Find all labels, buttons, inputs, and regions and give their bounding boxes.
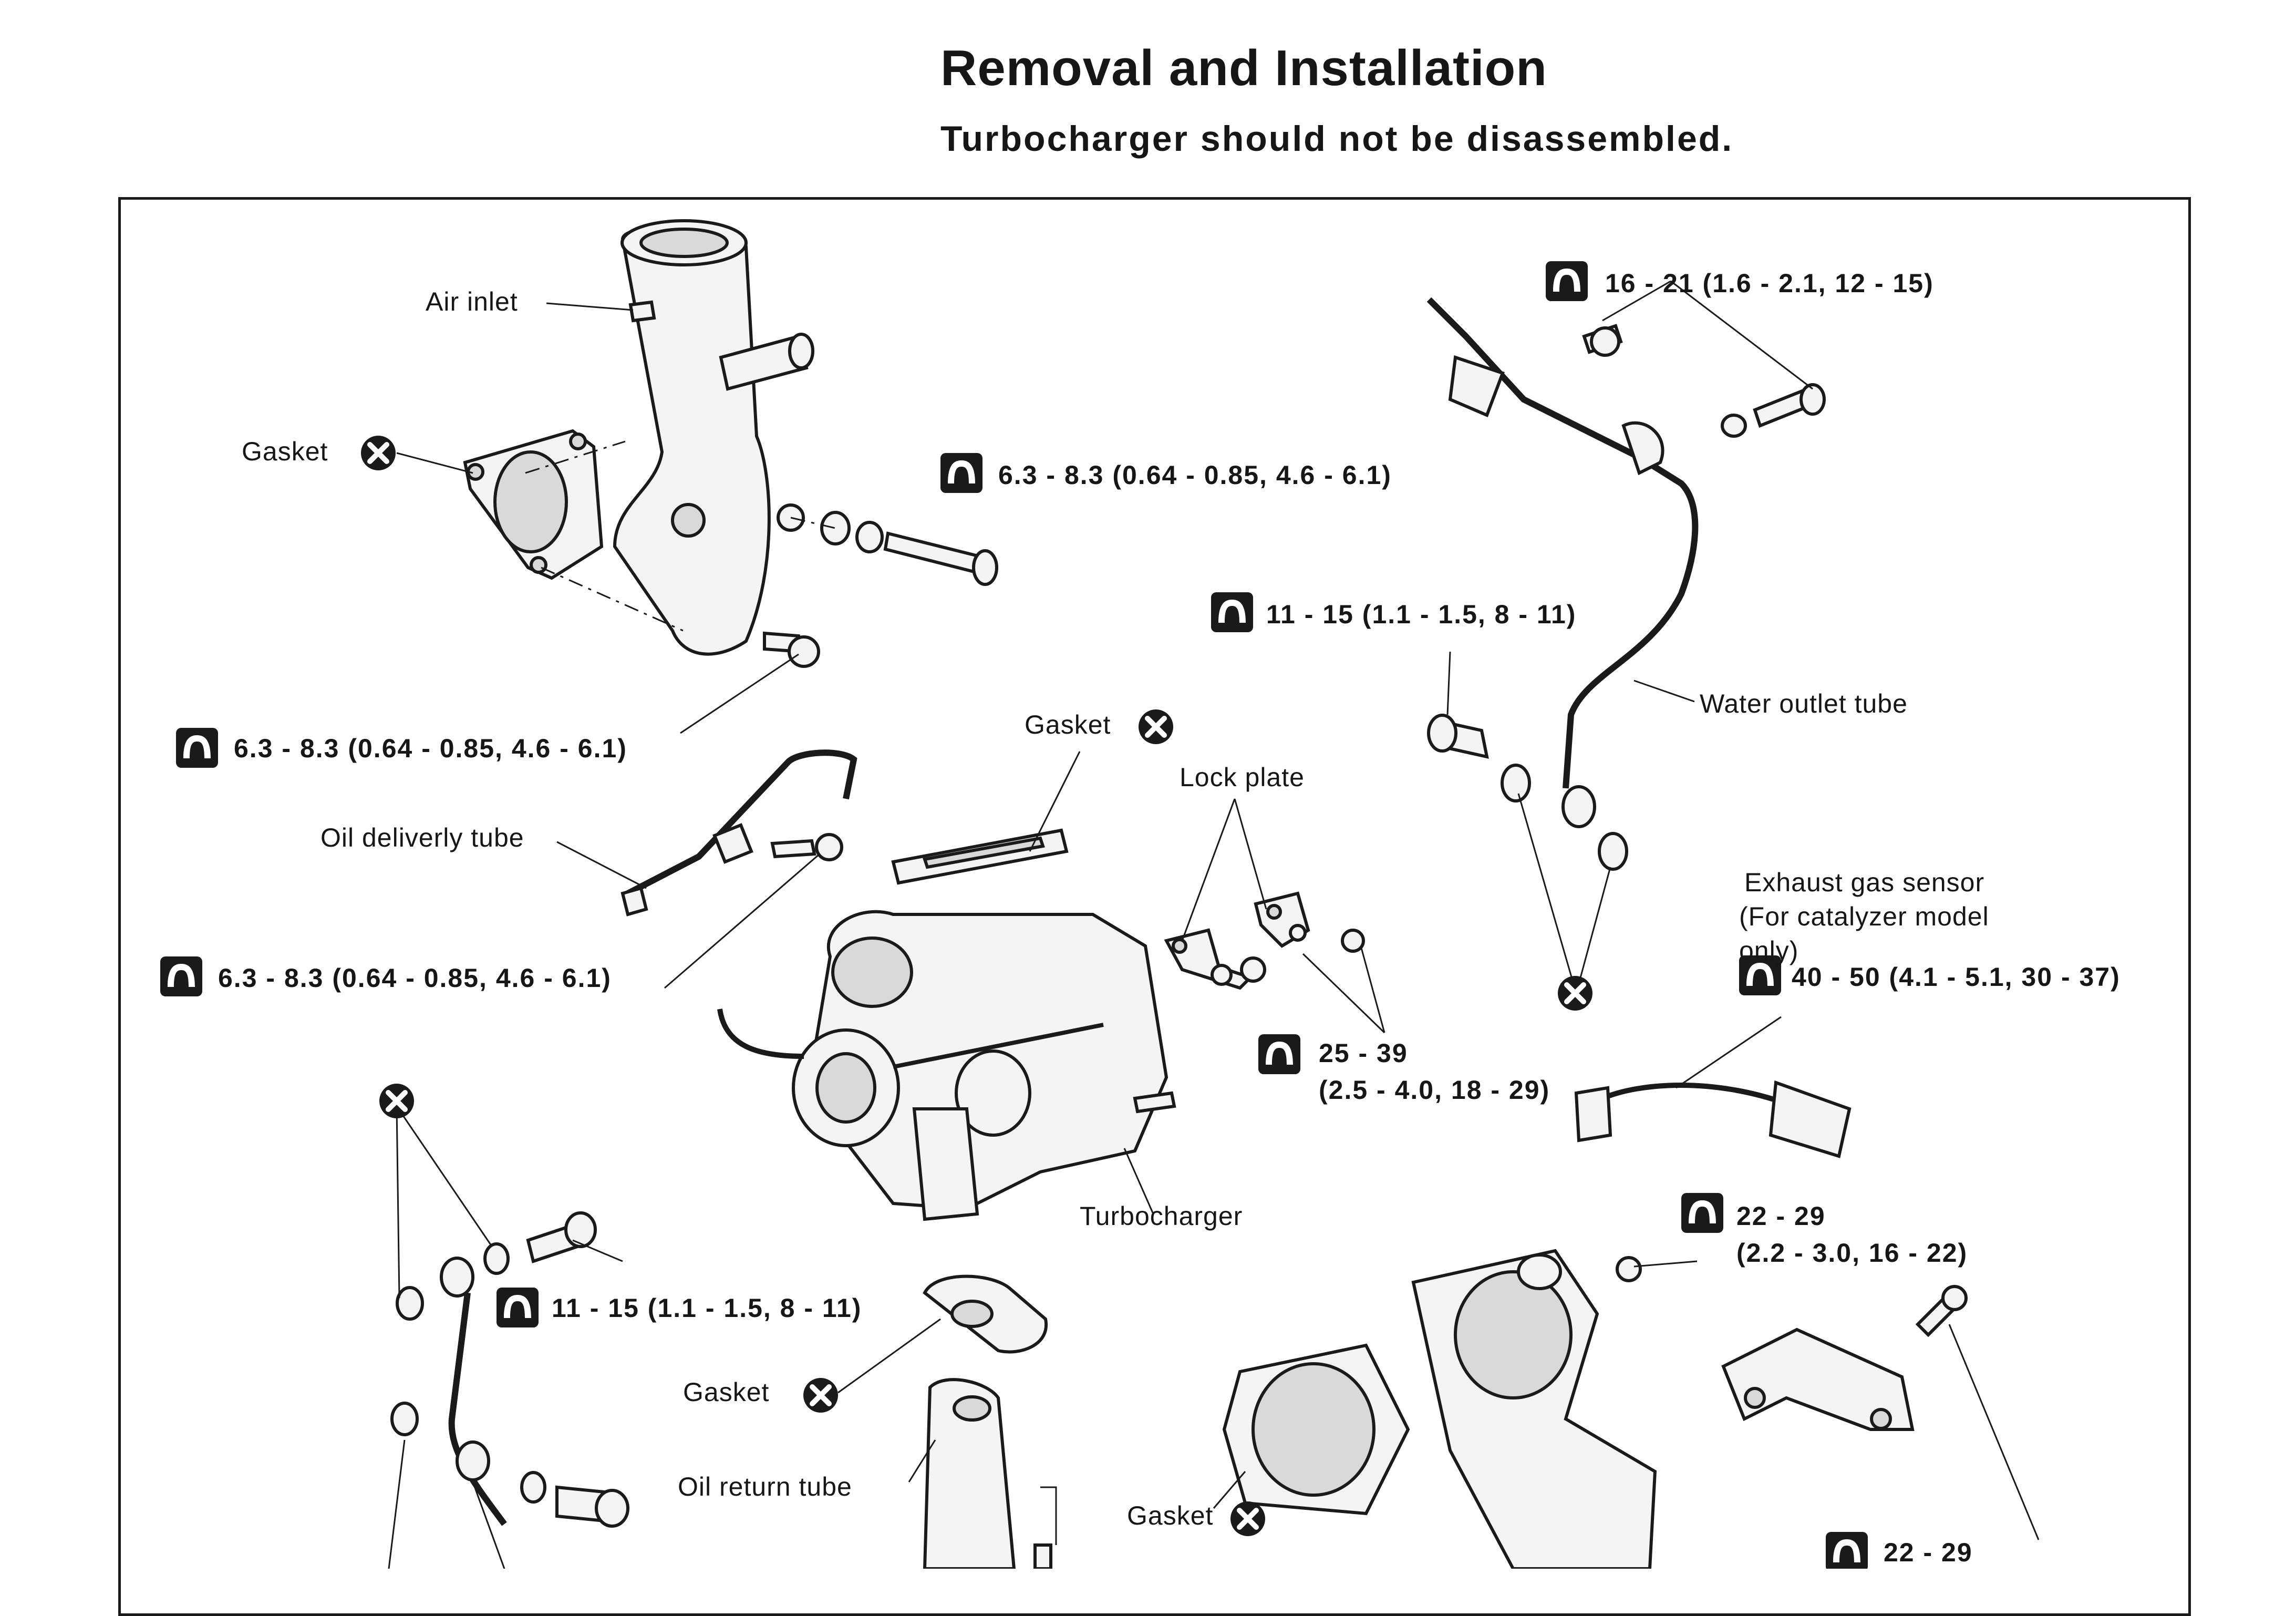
exhaust-gas-sensor-note-end: only) xyxy=(1739,936,1799,965)
service-manual-page: Removal and Installation Turbocharger sh… xyxy=(118,40,2191,1616)
lock-plate-label: Lock plate xyxy=(1180,763,1305,792)
exhaust-outlet-housing xyxy=(1411,1249,1657,1569)
torque-spec-lock-plate-nut: 25 - 39 xyxy=(1319,1038,1408,1068)
oil-delivery-tube-label: Oil deliverly tube xyxy=(320,823,524,852)
gasket-label-oil-return: Gasket xyxy=(683,1377,770,1407)
torque-spec-exhaust-gas-sensor: 40 - 50 (4.1 - 5.1, 30 - 37) xyxy=(1792,962,2121,992)
torque-spec-water-outlet-union: 11 - 15 (1.1 - 1.5, 8 - 11) xyxy=(1266,600,1577,629)
exhaust-gas-sensor xyxy=(1574,1080,1852,1158)
air-inlet-label: Air inlet xyxy=(426,287,518,316)
turbocharger-body xyxy=(717,910,1176,1221)
torque-spec-lock-plate-nut-detail: (2.5 - 4.0, 18 - 29) xyxy=(1319,1075,1550,1105)
air-inlet-gasket xyxy=(463,429,604,580)
torque-spec-air-inlet-lower: 6.3 - 8.3 (0.64 - 0.85, 4.6 - 6.1) xyxy=(234,734,627,763)
page-subtitle: Turbocharger should not be disassembled. xyxy=(940,119,1734,159)
exploded-view-drawing xyxy=(160,219,2040,1569)
exhaust-gas-sensor-note: (For catalyzer model xyxy=(1739,902,1989,931)
torque-spec-bracket-bolt: 22 - 29 xyxy=(1884,1538,1973,1567)
lock-plate-left xyxy=(1164,928,1266,990)
torque-spec-air-inlet-bolt: 6.3 - 8.3 (0.64 - 0.85, 4.6 - 6.1) xyxy=(998,460,1392,490)
torque-spec-water-inlet-bolt: 11 - 15 (1.1 - 1.5, 8 - 11) xyxy=(552,1293,862,1323)
water-inlet-tube xyxy=(390,1211,629,1528)
water-outlet-tube xyxy=(1426,297,1826,828)
exhaust-bracket xyxy=(1721,1285,1968,1431)
gasket-label-exhaust-outlet: Gasket xyxy=(1127,1501,1214,1530)
oil-return-tube-label: Oil return tube xyxy=(678,1472,852,1501)
turbocharger-label: Turbocharger xyxy=(1080,1201,1243,1231)
air-inlet-pipe xyxy=(613,219,814,656)
torque-spec-exhaust-outlet-nut: 22 - 29 xyxy=(1736,1201,1826,1231)
leader-lines xyxy=(388,280,2040,1569)
oil-return-tube xyxy=(923,1274,1052,1569)
torque-spec-oil-delivery: 6.3 - 8.3 (0.64 - 0.85, 4.6 - 6.1) xyxy=(218,963,612,993)
page-title: Removal and Installation xyxy=(940,40,1547,96)
gasket-label-air-inlet: Gasket xyxy=(242,437,328,466)
oil-delivery-tube xyxy=(620,749,857,917)
water-outlet-tube-label: Water outlet tube xyxy=(1700,689,1908,718)
gasket-label-turbocharger: Gasket xyxy=(1025,710,1111,739)
exhaust-gas-sensor-label: Exhaust gas sensor xyxy=(1744,868,1985,897)
air-inlet-hardware xyxy=(525,440,998,668)
turbocharger-gasket xyxy=(891,828,1069,885)
torque-spec-exhaust-outlet-nut-detail: (2.2 - 3.0, 16 - 22) xyxy=(1736,1238,1968,1268)
exhaust-outlet-gasket xyxy=(1222,1343,1410,1516)
lock-plate-right xyxy=(1254,891,1365,953)
water-outlet-union xyxy=(1427,714,1628,871)
torque-spec-water-outlet-bolt: 16 - 21 (1.6 - 2.1, 12 - 15) xyxy=(1605,269,1934,298)
